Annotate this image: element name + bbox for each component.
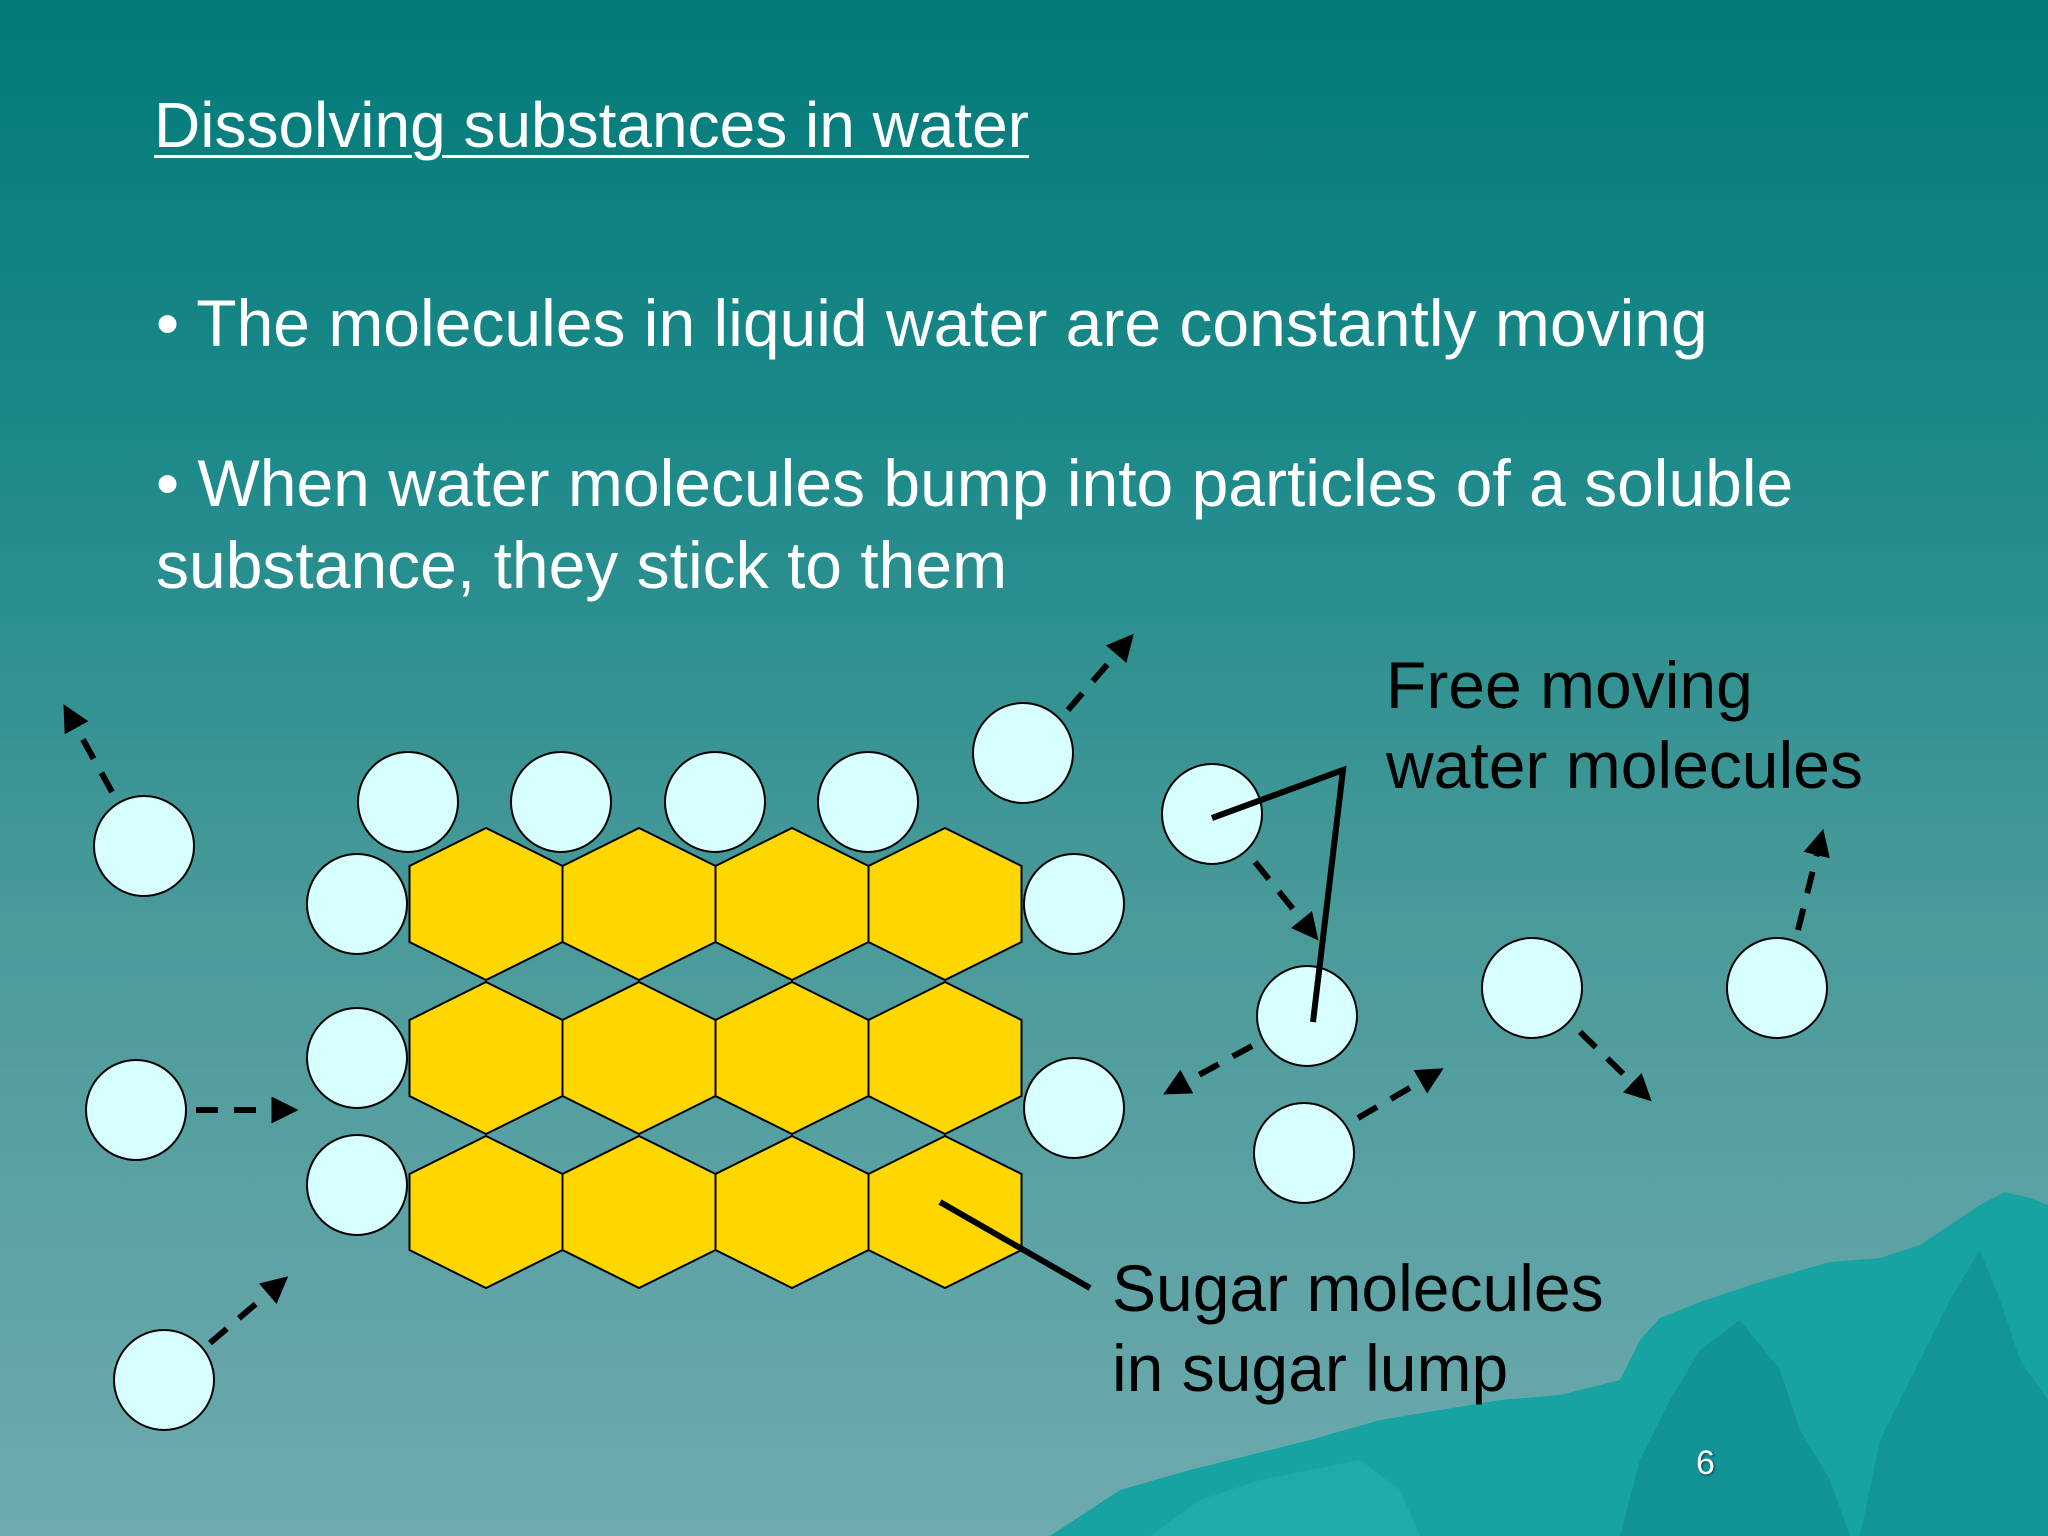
sugar-label-line-2: in sugar lump: [1112, 1331, 1509, 1405]
water-molecule-circle: [664, 751, 766, 853]
movement-arrow: [1356, 1068, 1444, 1121]
sugar-molecule-hexagon: [408, 980, 564, 1136]
water-molecule-circle: [1481, 937, 1583, 1039]
bullet-2: • When water molecules bump into particl…: [156, 446, 1794, 602]
water-molecules-label: Free moving water molecules: [1386, 645, 1863, 805]
water-molecule-circle: [972, 702, 1074, 804]
movement-arrow: [208, 1276, 289, 1346]
water-label-line-2: water molecules: [1386, 728, 1863, 802]
water-label-leader: [1210, 765, 1347, 1023]
sugar-molecule-hexagon: [714, 1134, 870, 1290]
movement-arrows: [63, 633, 1830, 1346]
sugar-lump: [408, 826, 1023, 1290]
slide-title: Dissolving substances in water: [154, 89, 1030, 161]
label-leader-lines: [938, 765, 1347, 1291]
water-molecule-circle: [1253, 1102, 1355, 1204]
page-number: 6: [1696, 1444, 1715, 1482]
sugar-molecule-hexagon: [867, 980, 1023, 1136]
movement-arrow: [1252, 860, 1319, 941]
water-molecule-circle: [306, 853, 408, 955]
water-molecule-circle: [1023, 1057, 1125, 1159]
water-molecule-circle: [357, 751, 459, 853]
water-molecule-circle: [85, 1059, 187, 1161]
movement-arrow: [1163, 1043, 1254, 1095]
sugar-molecule-hexagon: [561, 1134, 717, 1290]
water-molecule-circle: [1023, 853, 1125, 955]
movement-arrow: [1065, 633, 1134, 712]
water-molecules: [85, 702, 1828, 1431]
sugar-molecule-hexagon: [408, 1134, 564, 1290]
water-molecule-circle: [1161, 763, 1263, 865]
mountain-decoration: [1050, 1192, 2048, 1536]
water-molecule-circle: [1726, 937, 1828, 1039]
sugar-molecule-hexagon: [867, 826, 1023, 982]
sugar-molecule-hexagon: [714, 826, 870, 982]
water-molecule-circle: [113, 1329, 215, 1431]
sugar-molecule-hexagon: [408, 826, 564, 982]
water-molecule-circle: [93, 795, 195, 897]
water-label-line-1: Free moving: [1386, 648, 1753, 722]
sugar-label-line-1: Sugar molecules: [1112, 1251, 1604, 1325]
sugar-molecule-hexagon: [561, 980, 717, 1136]
water-molecule-circle: [817, 751, 919, 853]
water-molecule-circle: [306, 1007, 408, 1109]
movement-arrow: [1577, 1029, 1652, 1102]
movement-arrow: [63, 704, 115, 794]
sugar-label-leader: [938, 1199, 1092, 1291]
water-molecule-circle: [1256, 965, 1358, 1067]
sugar-molecule-hexagon: [867, 1134, 1023, 1290]
bullet-1: • The molecules in liquid water are cons…: [156, 286, 1708, 360]
sugar-molecule-hexagon: [561, 826, 717, 982]
water-molecule-circle: [306, 1134, 408, 1236]
sugar-molecule-hexagon: [714, 980, 870, 1136]
movement-arrow: [1795, 828, 1830, 931]
sugar-molecules-label: Sugar molecules in sugar lump: [1112, 1248, 1604, 1408]
water-molecule-circle: [510, 751, 612, 853]
